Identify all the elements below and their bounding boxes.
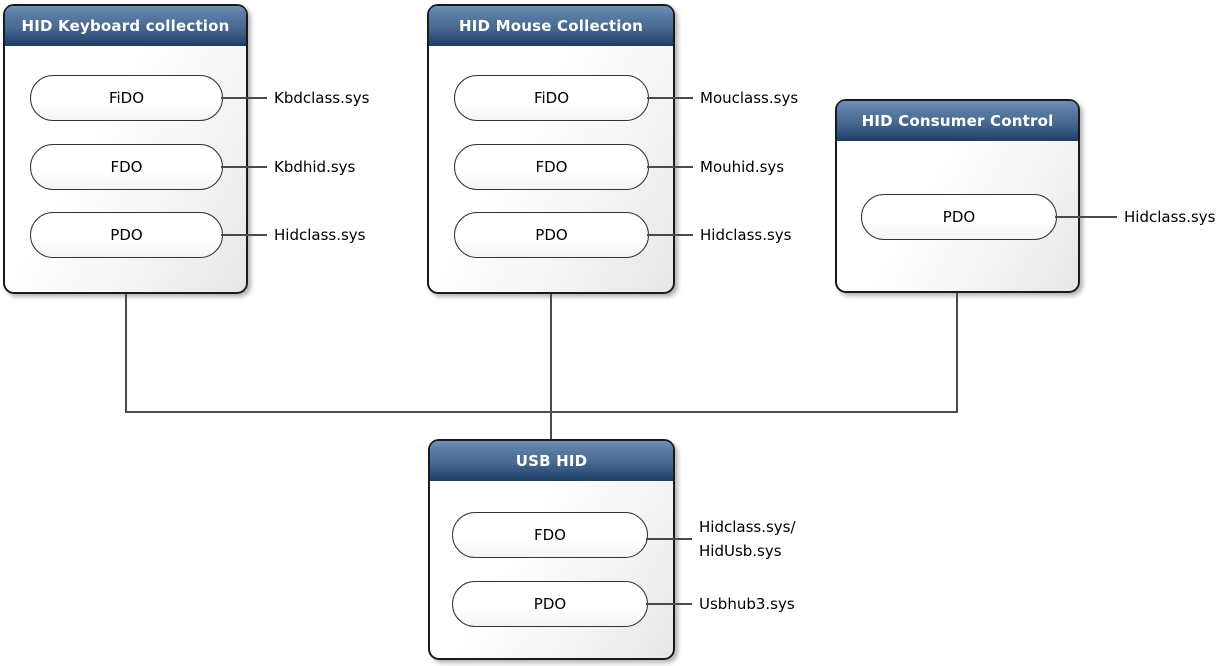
node-title-usb-hid: USB HID — [430, 441, 673, 481]
annotation-usbhub3: Usbhub3.sys — [646, 592, 795, 616]
pill-keyboard-fido: FiDO — [30, 75, 223, 121]
annotation-line — [647, 166, 693, 168]
annotation-text-line2: HidUsb.sys — [699, 542, 782, 560]
annotation-text: Hidclass.sys — [1124, 208, 1216, 226]
pill-keyboard-fdo: FDO — [30, 144, 223, 190]
node-hid-keyboard-collection: HID Keyboard collection FiDO FDO PDO — [3, 4, 248, 294]
annotation-text: Hidclass.sys — [700, 226, 792, 244]
node-title-hid-mouse-collection: HID Mouse Collection — [429, 6, 673, 46]
annotation-text: Hidclass.sys/ HidUsb.sys — [699, 515, 796, 563]
annotation-mouhid: Mouhid.sys — [647, 155, 784, 179]
annotation-line — [221, 234, 267, 236]
node-hid-mouse-collection: HID Mouse Collection FiDO FDO PDO — [427, 4, 675, 294]
annotation-text: Mouhid.sys — [700, 158, 785, 176]
connector-horizontal-bus — [125, 411, 958, 413]
annotation-hidclass-keyboard: Hidclass.sys — [221, 223, 365, 247]
pill-mouse-pdo: PDO — [454, 212, 649, 258]
pill-keyboard-pdo: PDO — [30, 212, 223, 258]
annotation-hidclass-hidusb: Hidclass.sys/ HidUsb.sys — [646, 515, 796, 563]
connector-mouse-to-usbhid — [550, 294, 552, 440]
connector-keyboard-down — [125, 294, 127, 413]
pill-mouse-fdo: FDO — [454, 144, 649, 190]
annotation-line — [647, 234, 693, 236]
annotation-text: Hidclass.sys — [274, 226, 366, 244]
annotation-text: Kbdhid.sys — [274, 158, 356, 176]
annotation-line — [647, 97, 693, 99]
node-title-hid-consumer-control: HID Consumer Control — [837, 101, 1078, 141]
annotation-text: Usbhub3.sys — [699, 595, 795, 613]
pill-usbhid-fdo: FDO — [452, 512, 648, 558]
node-hid-consumer-control: HID Consumer Control PDO — [835, 99, 1080, 293]
node-usb-hid: USB HID FDO PDO — [428, 439, 675, 660]
annotation-hidclass-consumer: Hidclass.sys — [1055, 205, 1215, 229]
pill-mouse-fido: FiDO — [454, 75, 649, 121]
annotation-text: Kbdclass.sys — [274, 89, 370, 107]
annotation-mouclass: Mouclass.sys — [647, 86, 798, 110]
node-title-hid-keyboard-collection: HID Keyboard collection — [5, 6, 246, 46]
annotation-line — [646, 538, 692, 540]
annotation-line — [646, 603, 692, 605]
annotation-hidclass-mouse: Hidclass.sys — [647, 223, 791, 247]
annotation-line — [221, 97, 267, 99]
annotation-kbdhid: Kbdhid.sys — [221, 155, 355, 179]
annotation-kbdclass: Kbdclass.sys — [221, 86, 369, 110]
annotation-text-line1: Hidclass.sys/ — [699, 518, 796, 536]
annotation-line — [1055, 216, 1117, 218]
annotation-line — [221, 166, 267, 168]
annotation-text: Mouclass.sys — [700, 89, 799, 107]
pill-usbhid-pdo: PDO — [452, 581, 648, 627]
pill-consumer-pdo: PDO — [861, 194, 1057, 240]
connector-consumer-down — [956, 293, 958, 413]
